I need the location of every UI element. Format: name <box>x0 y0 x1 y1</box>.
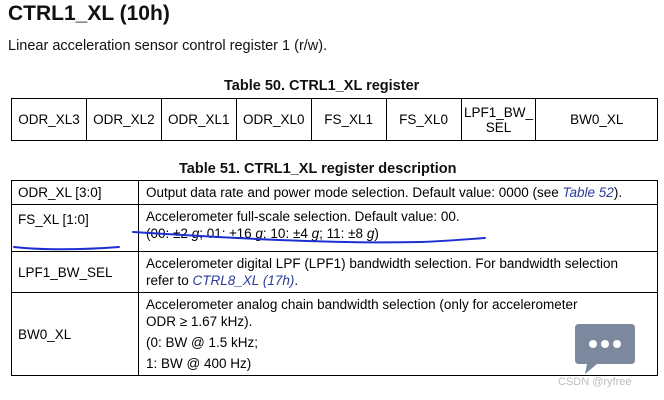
desc-text-end: ). <box>613 185 623 200</box>
watermark: CSDN @ryfree <box>558 376 632 388</box>
table-51-caption: Table 51. CTRL1_XL register description <box>179 161 457 177</box>
register-description-table: ODR_XL [3:0] Output data rate and power … <box>11 180 658 376</box>
table-50-caption: Table 50. CTRL1_XL register <box>224 78 420 94</box>
bit-cell-odr-xl0: ODR_XL0 <box>235 98 312 141</box>
bit-cell-odr-xl3: ODR_XL3 <box>11 98 87 141</box>
field-desc-odr-xl: Output data rate and power mode selectio… <box>138 180 658 205</box>
desc-line: Accelerometer analog chain bandwidth sel… <box>146 297 578 312</box>
page-subtitle: Linear acceleration sensor control regis… <box>8 38 328 54</box>
bit-cell-odr-xl2: ODR_XL2 <box>85 98 162 141</box>
table-52-link[interactable]: Table 52 <box>562 185 614 200</box>
table-row: ODR_XL [3:0] Output data rate and power … <box>11 180 658 205</box>
register-bit-table: ODR_XL3 ODR_XL2 ODR_XL1 ODR_XL0 FS_XL1 F… <box>11 98 658 141</box>
bit-cell-lpf1-line1: LPF1_BW_ <box>463 104 533 120</box>
register-bit-row: ODR_XL3 ODR_XL2 ODR_XL1 ODR_XL0 FS_XL1 F… <box>11 98 658 141</box>
field-name-fs-xl: FS_XL [1:0] <box>11 204 139 252</box>
bit-cell-bw0-xl: BW0_XL <box>535 98 658 141</box>
page-title: CTRL1_XL (10h) <box>8 2 170 25</box>
bit-cell-fs-xl0: FS_XL0 <box>385 98 462 141</box>
field-desc-lpf1-bw-sel: Accelerometer digital LPF (LPF1) bandwid… <box>138 251 658 293</box>
table-row: LPF1_BW_SEL Accelerometer digital LPF (L… <box>11 251 658 293</box>
desc-line: Accelerometer full-scale selection. Defa… <box>146 209 460 224</box>
desc-line: refer to CTRL8_XL (17h). <box>146 273 299 288</box>
bit-cell-lpf1-line2: SEL <box>485 119 512 135</box>
chat-bubble-icon[interactable] <box>575 322 635 376</box>
table-row: FS_XL [1:0] Accelerometer full-scale sel… <box>11 204 658 252</box>
field-desc-bw0-xl: Accelerometer analog chain bandwidth sel… <box>138 292 658 376</box>
bit-cell-lpf1-bw-sel: LPF1_BW_ SEL <box>460 98 537 141</box>
bit-cell-fs-xl1: FS_XL1 <box>310 98 387 141</box>
desc-text: Output data rate and power mode selectio… <box>146 185 563 200</box>
ctrl8-xl-link[interactable]: CTRL8_XL (17h) <box>192 273 295 288</box>
desc-line: ODR ≥ 1.67 kHz). <box>146 314 253 329</box>
desc-line-values: (00: ±2 g; 01: ±16 g; 10: ±4 g; 11: ±8 g… <box>146 226 379 241</box>
field-name-bw0-xl: BW0_XL <box>11 292 139 376</box>
desc-line: (0: BW @ 1.5 kHz; <box>146 335 258 350</box>
desc-line: 1: BW @ 400 Hz) <box>146 356 252 371</box>
field-name-lpf1-bw-sel: LPF1_BW_SEL <box>11 251 139 293</box>
desc-line: Accelerometer digital LPF (LPF1) bandwid… <box>146 256 618 271</box>
table-row: BW0_XL Accelerometer analog chain bandwi… <box>11 292 658 376</box>
field-desc-fs-xl: Accelerometer full-scale selection. Defa… <box>138 204 658 252</box>
bit-cell-odr-xl1: ODR_XL1 <box>160 98 237 141</box>
field-name-odr-xl: ODR_XL [3:0] <box>11 180 139 205</box>
